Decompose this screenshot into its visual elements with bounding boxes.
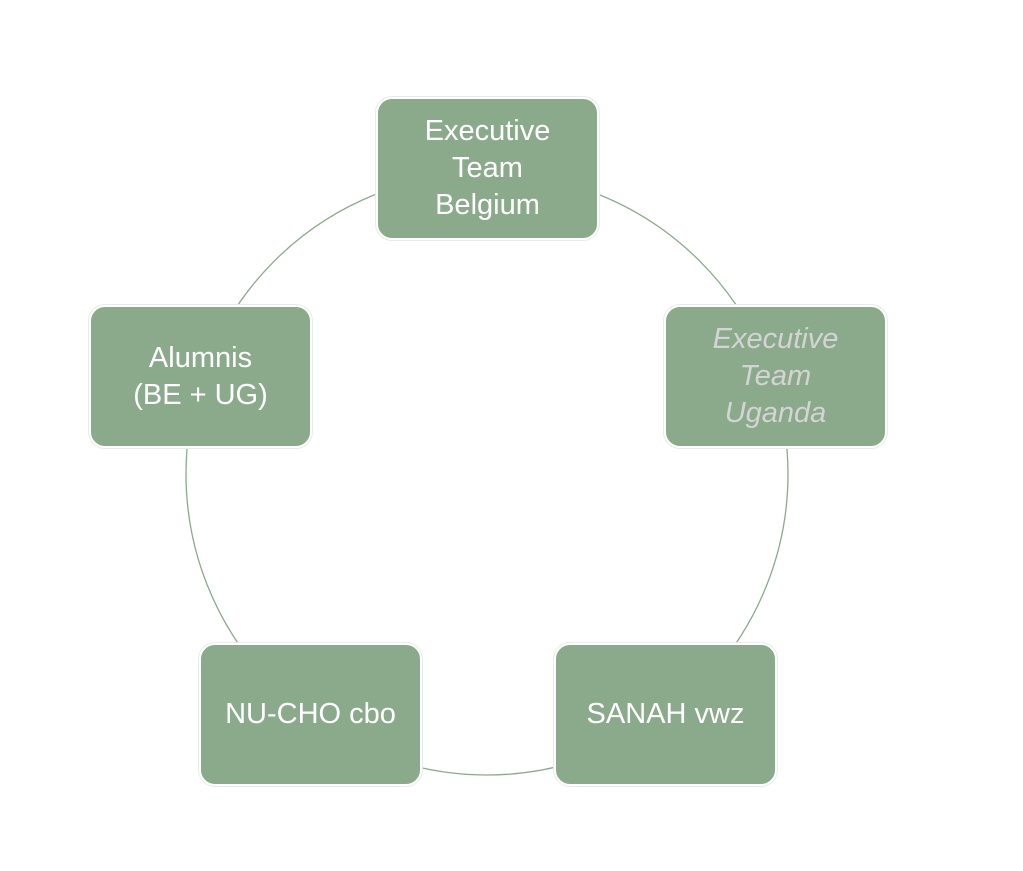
node-executive-team-uganda: Executive Team Uganda [664,305,887,448]
node-executive-team-belgium: Executive Team Belgium [376,97,599,240]
node-sanah-vwz: SANAH vwz [554,643,777,786]
node-nu-cho-cbo: NU-CHO cbo [199,643,422,786]
node-alumnis: Alumnis (BE + UG) [89,305,312,448]
